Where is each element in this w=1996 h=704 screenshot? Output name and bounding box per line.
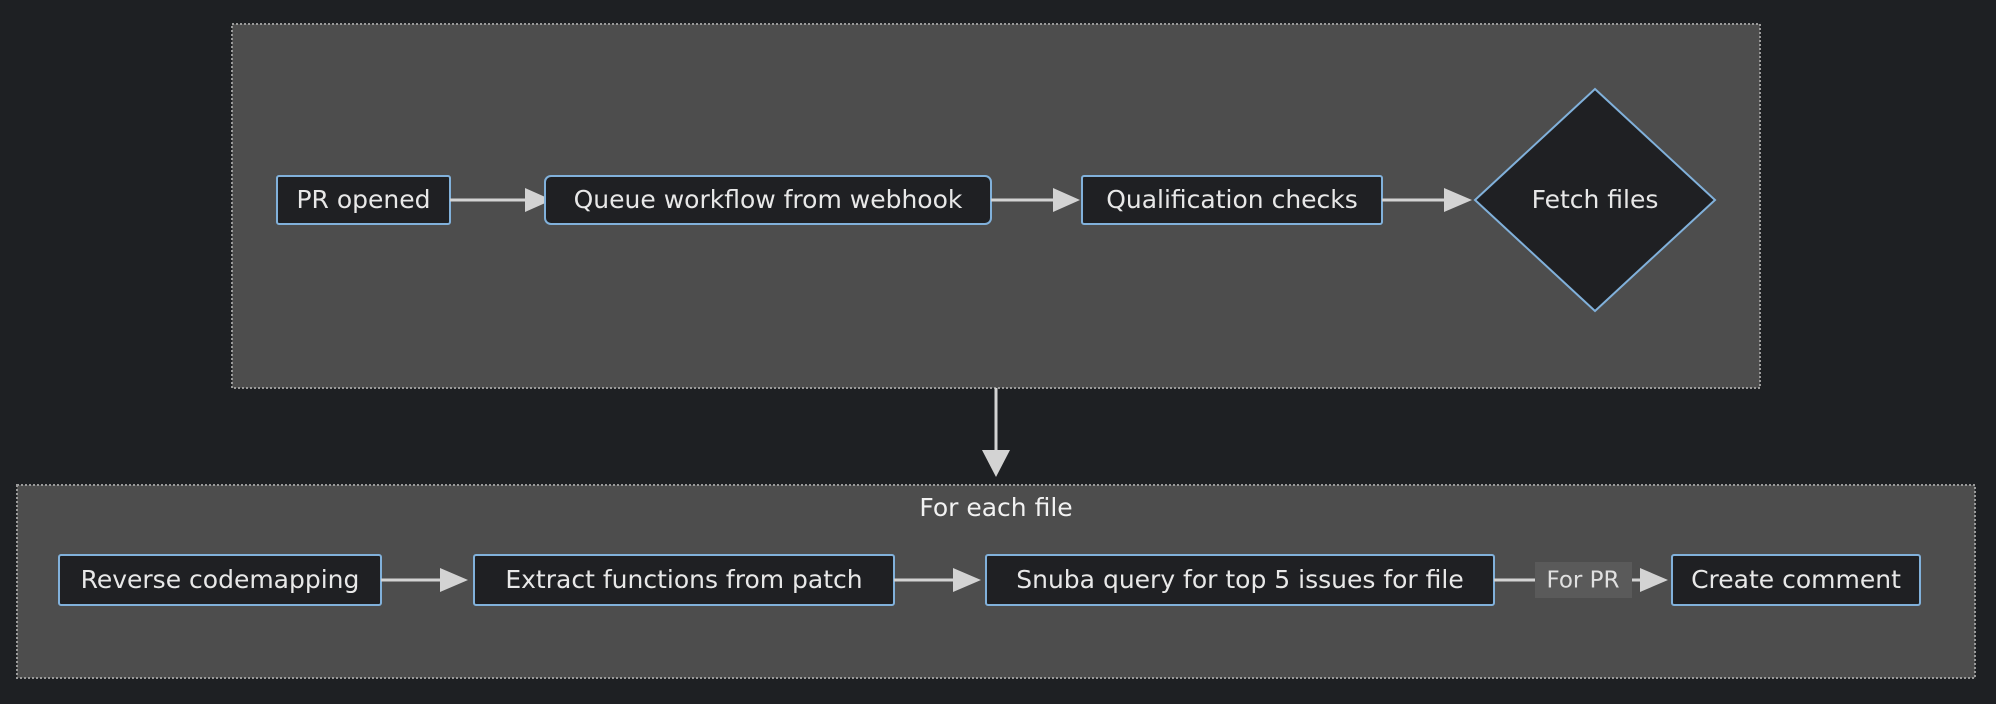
edge-extract-functions-to-snuba-query xyxy=(894,568,981,592)
edge-qualification-to-fetch-files xyxy=(1382,188,1472,212)
node-extract-functions-label: Extract functions from patch xyxy=(505,565,862,594)
edge-reverse-codemapping-to-extract-functions xyxy=(381,568,468,592)
arrow-head-icon xyxy=(1444,188,1472,212)
edge-snuba-query-to-create-comment: For PR xyxy=(1494,562,1668,598)
arrow-head-icon xyxy=(525,188,552,212)
arrow-head-icon xyxy=(982,450,1010,477)
node-queue-workflow-label: Queue workflow from webhook xyxy=(574,185,963,214)
node-queue-workflow[interactable]: Queue workflow from webhook xyxy=(544,175,992,225)
node-create-comment[interactable]: Create comment xyxy=(1671,554,1921,606)
node-pr-opened[interactable]: PR opened xyxy=(276,175,451,225)
arrow-head-icon xyxy=(440,568,468,592)
node-reverse-codemapping-label: Reverse codemapping xyxy=(81,565,360,594)
edge-pr-opened-to-queue-workflow xyxy=(450,188,552,212)
edge-queue-workflow-to-qualification xyxy=(991,188,1080,212)
arrow-head-icon xyxy=(953,568,981,592)
node-reverse-codemapping[interactable]: Reverse codemapping xyxy=(58,554,382,606)
edge-label-for-pr: For PR xyxy=(1546,568,1619,594)
node-fetch-files-label: Fetch files xyxy=(1532,185,1659,214)
edge-top-cluster-to-for-each-file xyxy=(982,388,1010,477)
node-create-comment-shape[interactable] xyxy=(1671,554,1921,606)
node-snuba-query-label: Snuba query for top 5 issues for file xyxy=(1016,565,1464,594)
node-qualification-checks-label: Qualification checks xyxy=(1106,185,1358,214)
node-snuba-query[interactable]: Snuba query for top 5 issues for file xyxy=(985,554,1495,606)
node-fetch-files[interactable]: Fetch files xyxy=(1473,87,1717,313)
node-fetch-files-shape[interactable] xyxy=(1473,87,1717,313)
node-qualification-checks[interactable]: Qualification checks xyxy=(1081,175,1383,225)
arrow-head-icon xyxy=(1053,188,1080,212)
arrow-head-icon xyxy=(1640,568,1668,592)
cluster-label-for-each-file: For each file xyxy=(919,493,1072,522)
node-create-comment-label: Create comment xyxy=(1691,565,1901,594)
node-pr-opened-label: PR opened xyxy=(296,185,430,214)
edge-label-background xyxy=(1535,562,1632,598)
node-extract-functions[interactable]: Extract functions from patch xyxy=(473,554,895,606)
